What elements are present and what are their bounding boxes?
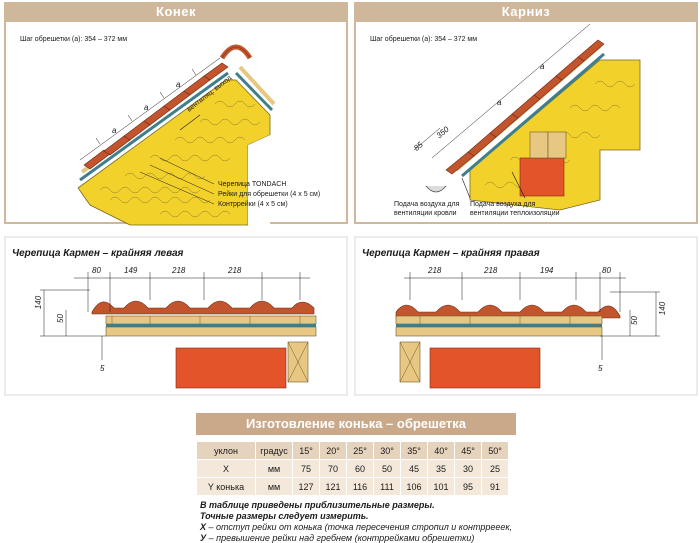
- right-brick: [429, 347, 541, 389]
- table-header-cell: 35°: [400, 441, 428, 460]
- table-cell: 121: [319, 477, 347, 496]
- table-cell: 106: [400, 477, 428, 496]
- table-cell: 91: [481, 477, 509, 496]
- slope-table: уклон градус 15° 20° 25° 30° 35° 40° 45°…: [196, 441, 509, 496]
- table-header-row: уклон градус 15° 20° 25° 30° 35° 40° 45°…: [196, 441, 509, 460]
- right-dim-218b: 218: [484, 266, 498, 275]
- right-dim-80: 80: [602, 266, 611, 275]
- right-dim-50: 50: [629, 316, 639, 325]
- left-dim-218a: 218: [172, 266, 186, 275]
- table-cell: 101: [427, 477, 455, 496]
- table-row: X мм 75 70 60 50 45 35 30 25: [196, 459, 509, 478]
- eaves-step-note: Шаг обрешетки (a): 354 – 372 мм: [370, 36, 478, 43]
- table-header-cell: 20°: [319, 441, 347, 460]
- ridge-dim-a1: a: [112, 126, 117, 135]
- table-header-cell: 15°: [292, 441, 320, 460]
- left-dim-149: 149: [124, 266, 138, 275]
- left-dim-80: 80: [92, 266, 101, 275]
- ridge-membrane: [79, 71, 229, 182]
- table-cell: 111: [373, 477, 401, 496]
- table-header-cell: 30°: [373, 441, 401, 460]
- eaves-dim-a1: a: [497, 98, 502, 107]
- ridge-step-note: Шаг обрешетки (a): 354 – 372 мм: [20, 36, 128, 43]
- eaves-panel-title: Карниз: [354, 2, 698, 22]
- table-header-cell: 45°: [454, 441, 482, 460]
- table-cell: 45: [400, 459, 428, 478]
- table-cell: 116: [346, 477, 374, 496]
- table-header-cell: уклон: [196, 441, 256, 460]
- eaves-brick-wall: [519, 157, 565, 197]
- eaves-air-insul-2: вентиляции теплоизоляции: [470, 210, 560, 217]
- ridge-legend-counter: Контррейки (4 х 5 см): [218, 201, 288, 208]
- table-cell: мм: [255, 459, 293, 478]
- eaves-dim-a2: a: [540, 62, 545, 71]
- table-header-cell: градус: [255, 441, 293, 460]
- ridge-dim-a2: a: [144, 103, 149, 112]
- right-dim-5: 5: [598, 364, 603, 373]
- table-header-cell: 40°: [427, 441, 455, 460]
- footnote-y: У – превышение рейки над гребнем (контрр…: [200, 533, 475, 543]
- table-cell: 60: [346, 459, 374, 478]
- table-cell: 95: [454, 477, 482, 496]
- right-panel-title: Черепица Кармен – крайняя правая: [362, 248, 540, 259]
- table-header-cell: 50°: [481, 441, 509, 460]
- table-cell: Y конька: [196, 477, 256, 496]
- table-cell: 70: [319, 459, 347, 478]
- table-cell: 35: [427, 459, 455, 478]
- right-dim-218a: 218: [428, 266, 442, 275]
- table-cell: 25: [481, 459, 509, 478]
- table-cell: 50: [373, 459, 401, 478]
- ridge-dim-a3: a: [176, 80, 181, 89]
- left-brick: [175, 347, 287, 389]
- eaves-air-roof-2: вентиляции кровли: [394, 210, 457, 217]
- footnote-x: X – отступ рейки от конька (точка пересе…: [200, 522, 513, 532]
- table-cell: X: [196, 459, 256, 478]
- eaves-air-insul-1: Подача воздуха для: [470, 201, 536, 208]
- table-cell: мм: [255, 477, 293, 496]
- left-panel-title: Черепица Кармен – крайняя левая: [12, 248, 184, 259]
- ridge-legend-battens: Рейки для обрешетки (4 х 5 см): [218, 191, 321, 198]
- eaves-gutter: [425, 185, 447, 193]
- table-cell: 30: [454, 459, 482, 478]
- footnote-line1: В таблице приведены приблизительные разм…: [200, 500, 435, 510]
- eaves-air-roof-1: Подача воздуха для: [394, 201, 460, 208]
- right-dim-194: 194: [540, 266, 554, 275]
- table-cell: 75: [292, 459, 320, 478]
- left-dim-5: 5: [100, 364, 105, 373]
- ridge-legend-tile: Черепица TONDACH: [218, 181, 287, 188]
- ridge-panel-title: Конек: [4, 2, 348, 22]
- table-cell: 127: [292, 477, 320, 496]
- left-panel: [4, 236, 348, 396]
- table-header-cell: 25°: [346, 441, 374, 460]
- left-dim-218b: 218: [228, 266, 242, 275]
- table-title: Изготовление конька – обрешетка: [196, 413, 516, 435]
- table-row: Y конька мм 127 121 116 111 106 101 95 9…: [196, 477, 509, 496]
- right-panel: [354, 236, 698, 396]
- footnote-line2: Точные размеры следует измерить.: [200, 511, 369, 521]
- right-dim-140: 140: [658, 301, 668, 316]
